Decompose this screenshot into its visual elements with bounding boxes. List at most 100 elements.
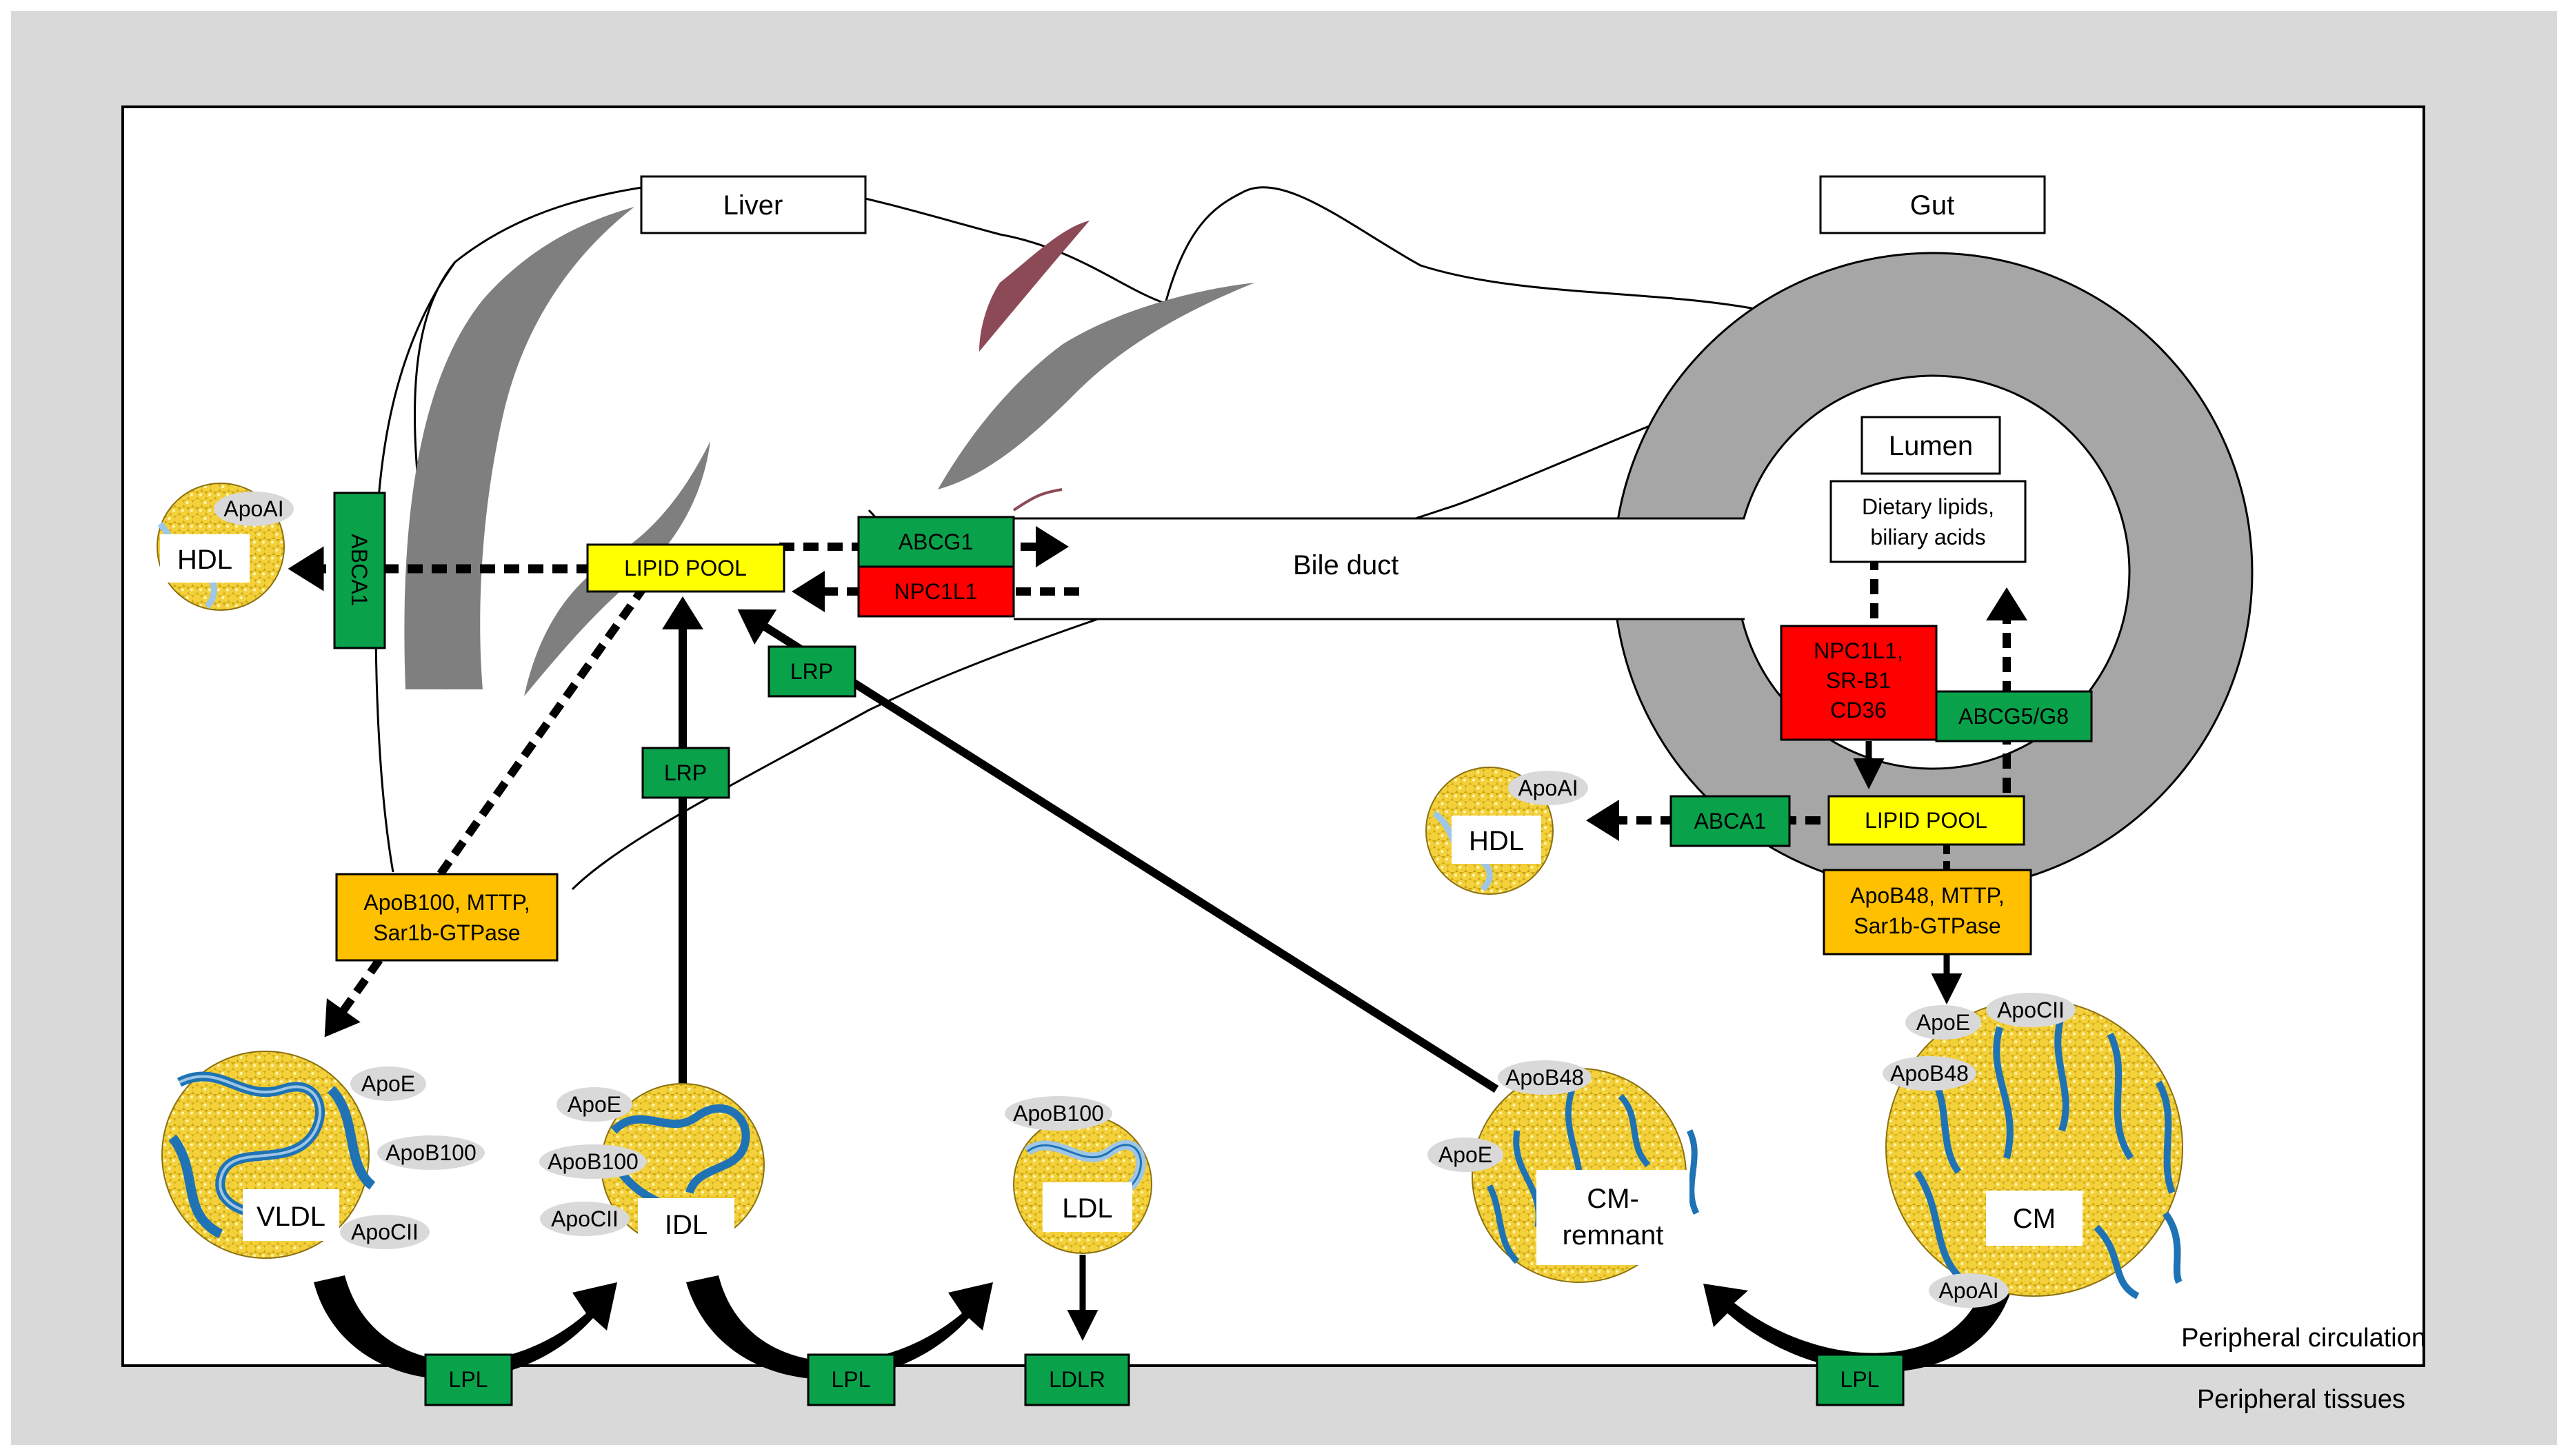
hdl-right-label-box: HDL (1452, 816, 1541, 864)
apo-label: ApoB100 (1013, 1101, 1104, 1126)
gut-label: Gut (1910, 190, 1954, 221)
liver-label-box: Liver (640, 175, 867, 234)
liver-assembly-label: ApoB100, MTTP, (363, 890, 530, 915)
apo-badge-vldl-apob100: ApoB100 (377, 1135, 485, 1170)
apo-badge-idl-apocii: ApoCII (540, 1202, 630, 1236)
arrow-cmremnant-to-lipidpool (737, 609, 1499, 1093)
liver-boxes: LIPID POOL ABCG1 NPC1L1 ABCA1 LRP LRP Ap… (333, 492, 1015, 962)
liver-lipid-pool-box: LIPID POOL (586, 543, 785, 593)
bile-duct (1014, 517, 1745, 620)
apo-badge-idl-apob100: ApoB100 (539, 1144, 647, 1179)
idl-label-box: IDL (638, 1198, 734, 1250)
lpl-arrow-vldl-to-idl (314, 1275, 617, 1380)
liver-label: Liver (723, 190, 783, 221)
lumen-label: Lumen (1889, 431, 1973, 461)
apo-badge-ldl-apob100: ApoB100 (1005, 1096, 1112, 1131)
apo-label: ApoB100 (385, 1140, 477, 1165)
apo-badge-cmr-apoe: ApoE (1427, 1138, 1503, 1172)
apo-label: ApoAI (1518, 776, 1578, 800)
apo-badge-cmr-apob48: ApoB48 (1498, 1060, 1592, 1095)
gut-assembly-label: ApoB48, MTTP, (1850, 883, 2005, 908)
outer-frame (11, 11, 2557, 1445)
ldlr-label: LDLR (1049, 1367, 1105, 1392)
gut-transporters-label: SR-B1 (1826, 668, 1891, 693)
abcg5g8-box: ABCG5/G8 (1935, 690, 2093, 742)
apo-badge-hdl-right: ApoAI (1508, 771, 1588, 805)
abcg1-label: ABCG1 (899, 529, 973, 554)
apo-badge-cm-apocii: ApoCII (1986, 993, 2076, 1027)
gut-assembly-label: Sar1b-GTPase (1854, 913, 2000, 938)
gut-assembly-box: ApoB48, MTTP, Sar1b-GTPase (1823, 869, 2032, 956)
apo-label: ApoB48 (1505, 1065, 1584, 1090)
peripheral-tissues-label: Peripheral tissues (2197, 1385, 2405, 1414)
apo-label: ApoB100 (548, 1149, 639, 1174)
apo-badge-cm-apoe: ApoE (1905, 1005, 1981, 1040)
cm-label-box: CM (1986, 1191, 2083, 1246)
apo-labels: ApoAI ApoAI ApoE ApoB100 ApoCII ApoE Apo… (214, 492, 2076, 1308)
lrp-box-lower: LRP (641, 747, 730, 799)
lrp-box-upper: LRP (768, 645, 856, 698)
apo-badge-idl-apoe: ApoE (556, 1087, 632, 1122)
gut-transporters-label: CD36 (1830, 698, 1887, 722)
gut-lipid-pool-box: LIPID POOL (1827, 795, 2025, 846)
lpl-arrow-idl-to-ldl (686, 1275, 993, 1380)
liver-assembly-label: Sar1b-GTPase (373, 920, 520, 945)
npc1l1-liver-box: NPC1L1 (857, 565, 1015, 618)
dietary-lipids-box: Dietary lipids, biliary acids (1829, 480, 2027, 563)
apo-badge-vldl-apoe: ApoE (350, 1066, 426, 1101)
particle-label: VLDL (257, 1202, 325, 1232)
apo-label: ApoAI (1938, 1278, 1998, 1303)
peripheral-circulation-label: Peripheral circulation (2181, 1324, 2426, 1353)
abca1-liver-label: ABCA1 (347, 534, 372, 607)
npc1l1-liver-label: NPC1L1 (894, 579, 978, 604)
gut-label-box: Gut (1819, 175, 2046, 234)
enzyme-boxes: LPL LPL LDLR LPL (424, 1353, 1905, 1406)
apo-label: ApoB48 (1890, 1061, 1969, 1086)
apo-label: ApoCII (351, 1220, 419, 1244)
gut-lipid-pool-label: LIPID POOL (1865, 808, 1987, 833)
ldl-label-box: LDL (1043, 1182, 1132, 1232)
apo-badge-cm-apoai: ApoAI (1929, 1273, 2009, 1308)
particle-label: CM (2013, 1204, 2056, 1234)
apo-label: ApoCII (551, 1206, 619, 1231)
gut-boxes: Dietary lipids, biliary acids NPC1L1, SR-B… (1669, 480, 2093, 956)
hdl-left-label-box: HDL (160, 534, 250, 583)
particle-label: remnant (1563, 1220, 1664, 1251)
abcg1-box: ABCG1 (857, 516, 1015, 568)
lpl-arrow-cm-to-cmremnant (1703, 1275, 2014, 1373)
lumen-label-box: Lumen (1860, 416, 2001, 475)
lrp-label-lower: LRP (664, 760, 707, 785)
particle-name-boxes: HDL HDL VLDL IDL LDL CM-remnant CM (160, 534, 2083, 1265)
apo-label: ApoAI (223, 496, 283, 521)
lpl-box-1: LPL (424, 1353, 513, 1406)
ldlr-box: LDLR (1024, 1353, 1130, 1406)
lpl-label: LPL (449, 1367, 488, 1392)
particle-label: HDL (177, 545, 232, 575)
apo-label: ApoCII (1997, 998, 2065, 1022)
lpl-label: LPL (1840, 1367, 1880, 1392)
dietary-lipids-label: Dietary lipids, (1862, 494, 1994, 519)
particle-label: HDL (1469, 826, 1524, 856)
cm-remnant-label-box: CM-remnant (1536, 1170, 1689, 1265)
lpl-box-3: LPL (1816, 1353, 1905, 1406)
abca1-liver-box: ABCA1 (333, 492, 386, 649)
apo-badge-vldl-apocii: ApoCII (340, 1215, 430, 1249)
apo-badge-cm-apob48: ApoB48 (1883, 1056, 1976, 1091)
apo-label: ApoE (1916, 1010, 1970, 1035)
abcg5g8-label: ABCG5/G8 (1958, 704, 2069, 729)
lrp-label-upper: LRP (790, 659, 833, 684)
apo-label: ApoE (1438, 1142, 1492, 1167)
dietary-lipids-label: biliary acids (1870, 525, 1985, 549)
abca1-gut-label: ABCA1 (1694, 809, 1767, 833)
particle-label: LDL (1062, 1193, 1112, 1224)
gut-transporters-label: NPC1L1, (1814, 638, 1903, 663)
lpl-label: LPL (832, 1367, 871, 1392)
bile-duct-label: Bile duct (1293, 550, 1398, 580)
apo-badge-hdl-left: ApoAI (214, 492, 294, 526)
particle-cm (1885, 999, 2183, 1300)
organ-labels: Liver Gut Lumen Bile duct Peripheral cir… (640, 175, 2426, 1414)
liver-lipid-pool-label: LIPID POOL (624, 556, 747, 580)
vldl-label-box: VLDL (243, 1189, 339, 1241)
